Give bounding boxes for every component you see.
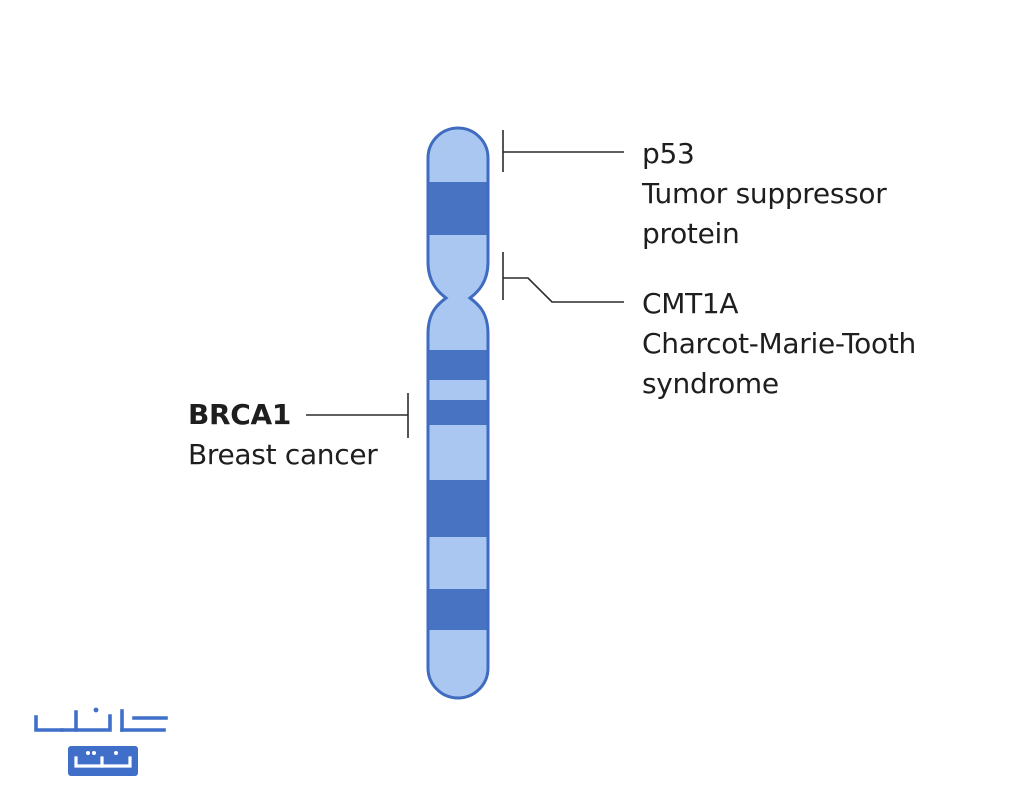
cmt1a-leader-line xyxy=(502,252,624,303)
brca1-gene-name: BRCA1 xyxy=(188,398,292,431)
site-watermark-logo-icon xyxy=(34,707,168,776)
band-q-arm-3 xyxy=(428,480,488,537)
cmt1a-label: CMT1A Charcot-Marie-Tooth syndrome xyxy=(642,284,916,404)
p53-gene-name: p53 xyxy=(642,137,695,170)
p53-label: p53 Tumor suppressor protein xyxy=(642,134,887,254)
chromosome xyxy=(426,126,490,700)
chromosome-outline xyxy=(426,126,490,700)
chromosome-bands xyxy=(428,182,488,630)
p53-description-line-1: Tumor suppressor xyxy=(642,177,887,210)
brca1-leader-line xyxy=(306,393,409,438)
cmt1a-description-line-2: syndrome xyxy=(642,367,779,400)
leader-lines xyxy=(306,130,624,438)
band-q-arm-4 xyxy=(428,589,488,630)
cmt1a-description-line-1: Charcot-Marie-Tooth xyxy=(642,327,916,360)
band-p-arm-1 xyxy=(428,182,488,235)
cmt1a-gene-name: CMT1A xyxy=(642,287,739,320)
p53-description-line-2: protein xyxy=(642,217,740,250)
band-q-arm-2 xyxy=(428,400,488,425)
band-q-arm-1 xyxy=(428,350,488,380)
brca1-description: Breast cancer xyxy=(188,438,378,471)
brca1-label: BRCA1 Breast cancer xyxy=(188,395,378,475)
p53-leader-line xyxy=(502,130,624,172)
